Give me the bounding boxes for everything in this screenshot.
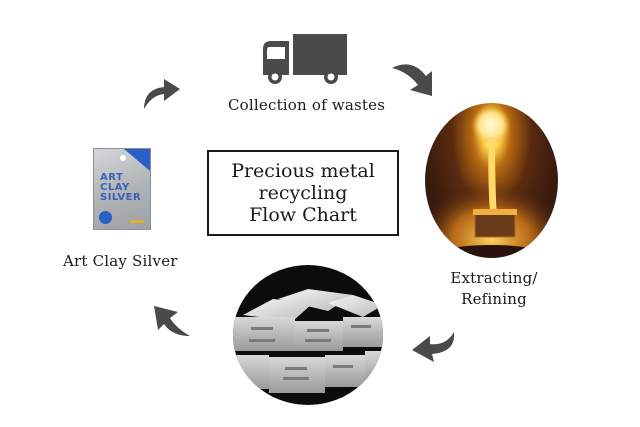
package-text-line-3: SILVER — [100, 192, 142, 203]
arrow-to-art-clay-icon — [148, 304, 192, 338]
molten-metal-pour-photo — [425, 103, 558, 258]
truck-icon — [259, 33, 349, 85]
title-line-2: recycling — [258, 182, 348, 204]
arrow-to-collection-icon — [142, 75, 182, 111]
flow-chart-title-box: Precious metal recycling Flow Chart — [207, 150, 399, 236]
collection-label: Collection of wastes — [228, 96, 386, 114]
arrow-to-ingots-icon — [410, 330, 456, 368]
art-clay-silver-label: Art Clay Silver — [63, 252, 178, 270]
silver-ingots-photo — [233, 265, 383, 405]
package-text-line-2: CLAY — [100, 182, 130, 193]
title-line-3: Flow Chart — [249, 204, 357, 226]
package-blue-corner — [124, 149, 150, 171]
extracting-label-line-1: Extracting/ — [450, 269, 538, 287]
package-hang-hole — [120, 155, 126, 161]
package-gold-strip — [130, 220, 144, 223]
extracting-label-line-2: Refining — [461, 290, 527, 308]
extracting-label: Extracting/ Refining — [444, 268, 544, 310]
package-blue-badge — [99, 211, 112, 224]
arrow-to-extracting-icon — [390, 58, 436, 98]
art-clay-silver-package-photo: ART CLAY SILVER — [93, 148, 151, 230]
title-line-1: Precious metal — [231, 160, 375, 182]
package-text-line-1: ART — [100, 172, 124, 183]
